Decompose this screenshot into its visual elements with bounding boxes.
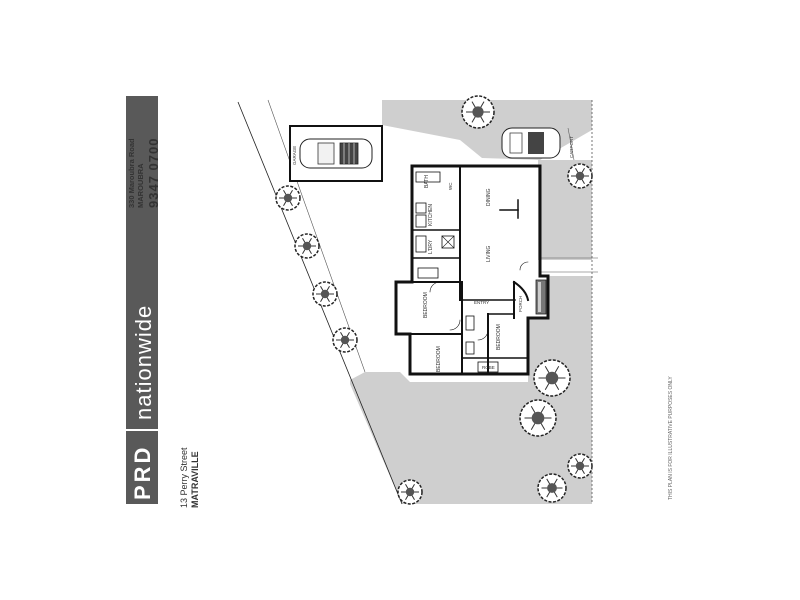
tree-icon bbox=[519, 399, 557, 437]
property-street: 13 Perry Street bbox=[179, 447, 189, 508]
office-suburb: MAROUBRA bbox=[136, 163, 145, 208]
tree-icon bbox=[275, 185, 301, 211]
label-kitchen: KITCHEN bbox=[428, 204, 434, 226]
brand-prd: PRD bbox=[130, 445, 155, 500]
label-wc: WC bbox=[448, 182, 453, 190]
office-phone: 9347 0700 bbox=[146, 138, 161, 208]
label-bedroom-2: BEDROOM bbox=[436, 346, 442, 372]
label-carport: CARPORT bbox=[569, 136, 574, 158]
label-porch: PORCH bbox=[518, 296, 523, 312]
room-labels: BATH KITCHEN L'DRY WC DINING LIVING BEDR… bbox=[423, 175, 523, 372]
tree-icon bbox=[567, 163, 593, 189]
trees bbox=[275, 95, 593, 505]
garage: GARAGE bbox=[289, 125, 383, 182]
label-dining: DINING bbox=[486, 188, 492, 206]
office-address: 330 Maroubra Road bbox=[127, 138, 136, 208]
label-garage: GARAGE bbox=[292, 146, 297, 165]
property-suburb: MATRAVILLE bbox=[190, 451, 200, 508]
label-bath: BATH bbox=[424, 175, 430, 188]
label-robe: ROBE bbox=[482, 365, 495, 370]
label-bedroom-1: BEDROOM bbox=[423, 292, 429, 318]
tree-icon bbox=[332, 327, 358, 353]
carport: CARPORT bbox=[501, 127, 574, 159]
lawn-bottom bbox=[350, 276, 592, 504]
disclaimer: THIS PLAN IS FOR ILLUSTRATIVE PURPOSES O… bbox=[668, 376, 674, 500]
label-entry: ENTRY bbox=[474, 300, 489, 305]
tree-icon bbox=[461, 95, 495, 129]
label-laundry: L'DRY bbox=[428, 239, 434, 254]
tree-icon bbox=[537, 473, 567, 503]
label-living: LIVING bbox=[486, 245, 492, 262]
brand-nationwide: nationwide bbox=[131, 305, 156, 420]
label-bedroom-3: BEDROOM bbox=[496, 324, 502, 350]
brand-bar bbox=[126, 96, 158, 504]
tree-icon bbox=[533, 359, 571, 397]
tree-icon bbox=[397, 479, 423, 505]
tree-icon bbox=[294, 233, 320, 259]
house bbox=[394, 164, 550, 376]
tree-icon bbox=[312, 281, 338, 307]
brand-panel: PRD nationwide 330 Maroubra Road MAROUBR… bbox=[126, 96, 200, 508]
tree-icon bbox=[567, 453, 593, 479]
